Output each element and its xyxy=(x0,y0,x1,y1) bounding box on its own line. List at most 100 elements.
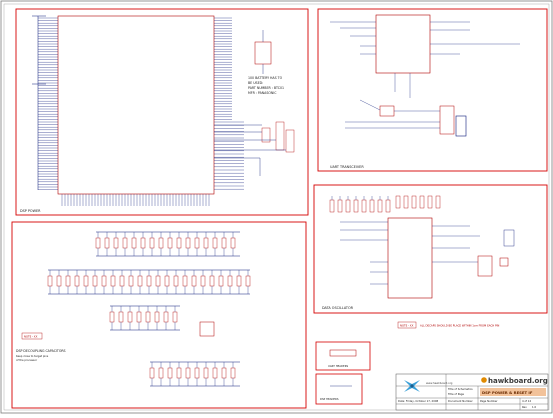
capacitor xyxy=(128,275,134,287)
uart-block: UART TRANSCEIVER xyxy=(317,8,548,172)
title-block: www.hawkboard.org hawkboard.org Title of… xyxy=(395,373,549,411)
capacitor xyxy=(167,237,173,249)
capacitor xyxy=(167,367,173,379)
capacitor xyxy=(182,275,188,287)
capacitor xyxy=(176,237,182,249)
decap-note-1: Keep close to target pins xyxy=(16,354,49,358)
capacitor xyxy=(395,195,401,209)
capacitor xyxy=(185,237,191,249)
capacitor xyxy=(203,237,209,249)
main-note-text: ALL DECAPS SHOULD BE PLACE WITHIN 1cm FR… xyxy=(420,324,499,328)
capacitor xyxy=(377,199,383,213)
capacitor xyxy=(164,275,170,287)
capacitor xyxy=(149,367,155,379)
note-left-tag xyxy=(21,332,43,340)
dsp-power-title: DSP POWER xyxy=(20,209,41,213)
capacitor xyxy=(137,275,143,287)
capacitor xyxy=(203,367,209,379)
capacitor xyxy=(110,275,116,287)
brand-dot-icon xyxy=(481,377,487,383)
battery xyxy=(254,41,272,65)
decap-title: DSP DECOUPLING CAPACITORS xyxy=(16,349,66,353)
capacitor xyxy=(136,311,142,323)
uart-title: UART TRANSCEIVER xyxy=(330,165,364,169)
dsp-power-block: 100 BATTERY HAS TO BE USED: PART NUMBER … xyxy=(15,8,309,216)
doc-label: Document Number xyxy=(448,399,474,403)
capacitor xyxy=(145,311,151,323)
capacitor xyxy=(140,237,146,249)
rev-label: Rev xyxy=(522,405,527,409)
capacitor xyxy=(158,237,164,249)
sheet-label: Page Number xyxy=(480,399,498,403)
main-note: NOTE - XX xyxy=(400,324,414,328)
capacitor xyxy=(118,311,124,323)
capacitor xyxy=(194,367,200,379)
capacitor xyxy=(385,199,391,213)
capacitor xyxy=(146,275,152,287)
osc-chip xyxy=(387,217,433,299)
capacitor xyxy=(65,275,71,287)
db9-connector xyxy=(455,115,467,137)
decap-note-2: of the processor xyxy=(16,358,38,362)
site-text: www.hawkboard.org xyxy=(426,381,453,385)
capacitor xyxy=(109,311,115,323)
capacitor xyxy=(230,237,236,249)
capacitor xyxy=(185,367,191,379)
capacitor xyxy=(329,199,335,213)
reset-caps xyxy=(214,121,295,176)
capacitor xyxy=(158,367,164,379)
row1-a: Title of Schematics xyxy=(448,387,473,391)
capacitor xyxy=(218,275,224,287)
capacitor xyxy=(369,199,375,213)
dsp-headers: DSP HEADERS xyxy=(315,373,363,405)
capacitor xyxy=(131,237,137,249)
capacitor xyxy=(212,367,218,379)
battery-note-1: 100 BATTERY HAS TO xyxy=(248,76,283,80)
company-name: hawkboard.org xyxy=(488,377,548,385)
capacitor xyxy=(122,237,128,249)
capacitor xyxy=(361,199,367,213)
capacitor xyxy=(212,237,218,249)
capacitor xyxy=(200,275,206,287)
battery-note-4: MFR : PANASONIC xyxy=(248,91,277,95)
capacitor xyxy=(345,199,351,213)
capacitor xyxy=(221,237,227,249)
capacitor xyxy=(95,237,101,249)
capacitor xyxy=(221,367,227,379)
capacitor xyxy=(154,311,160,323)
capacitor xyxy=(194,237,200,249)
uart-headers: UART HEADERS xyxy=(315,341,371,371)
uart-headers-title: UART HEADERS xyxy=(328,364,348,368)
uart-chip xyxy=(375,14,431,74)
battery-note-2: BE USED: xyxy=(248,81,263,85)
note-left: NOTE - XX xyxy=(24,335,38,339)
osc-title: DATA OSCILLATOR xyxy=(322,306,354,310)
capacitor xyxy=(83,275,89,287)
row1-b: Title of Page xyxy=(448,392,464,396)
capacitor xyxy=(172,311,178,323)
note-tag xyxy=(397,321,417,329)
capacitor xyxy=(104,237,110,249)
capacitor xyxy=(163,311,169,323)
capacitor xyxy=(427,195,433,209)
dsp-chip xyxy=(57,15,215,195)
capacitor xyxy=(113,237,119,249)
capacitor xyxy=(337,199,343,213)
capacitor xyxy=(92,275,98,287)
capacitor xyxy=(419,195,425,209)
capacitor xyxy=(155,275,161,287)
capacitor xyxy=(56,275,62,287)
capacitor xyxy=(353,199,359,213)
hawkboard-logo-icon xyxy=(404,380,420,392)
capacitor xyxy=(119,275,125,287)
decoupling-block: DSP DECOUPLING CAPACITORS Keep close to … xyxy=(11,221,307,409)
rev-value: 1.0 xyxy=(532,405,536,409)
capacitor xyxy=(149,237,155,249)
project-name: DSP POWER & RESET IF xyxy=(482,390,533,395)
capacitor xyxy=(209,275,215,287)
capacitor xyxy=(47,275,53,287)
capacitor xyxy=(173,275,179,287)
capacitor xyxy=(245,275,251,287)
capacitor xyxy=(191,275,197,287)
